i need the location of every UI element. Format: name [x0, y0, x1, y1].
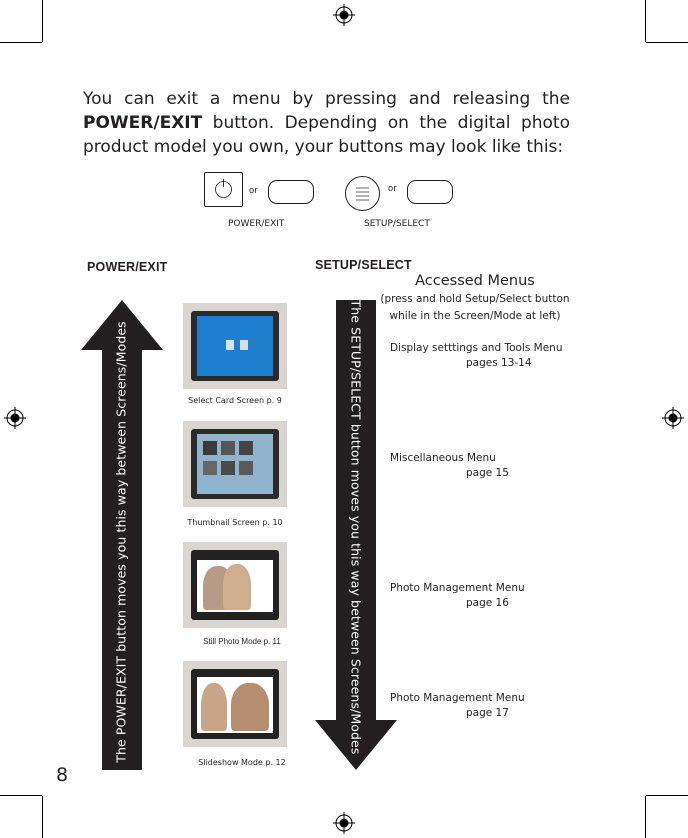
setup-select-header: SETUP/SELECT — [315, 258, 412, 272]
intro-text: You can exit a menu by pressing and rele… — [83, 89, 570, 109]
menu-entry-name: Display setttings and Tools Menu — [390, 342, 563, 354]
intro-paragraph: You can exit a menu by pressing and rele… — [83, 87, 570, 159]
crop-mark — [645, 796, 646, 838]
page-number: 8 — [56, 764, 68, 786]
accessed-menus-sub2: while in the Screen/Mode at left) — [380, 308, 570, 325]
menu-lines-icon — [346, 177, 379, 210]
power-button-label: POWER/EXIT — [228, 219, 284, 229]
registration-mark-icon — [4, 407, 26, 429]
power-button-oval — [268, 180, 314, 204]
crop-mark — [42, 796, 43, 838]
or-label: or — [249, 186, 258, 196]
thumbnail-caption: Thumbnail Screen p. 10 — [145, 518, 325, 527]
registration-mark-icon — [333, 812, 355, 834]
menu-entry-page: page 17 — [390, 706, 525, 721]
accessed-menus-title: Accessed Menus — [380, 272, 570, 291]
slideshow-mode-image — [183, 661, 287, 747]
or-label: or — [388, 184, 397, 194]
menu-entry-name: Photo Management Menu — [390, 582, 525, 594]
power-exit-header: POWER/EXIT — [87, 260, 167, 274]
menu-entry-page: page 15 — [390, 466, 509, 481]
setup-button-label: SETUP/SELECT — [364, 219, 430, 229]
still-photo-mode-image — [183, 542, 287, 628]
crop-mark — [0, 42, 42, 43]
registration-mark-icon — [333, 4, 355, 26]
menu-entry: Photo Management Menu page 17 — [390, 691, 525, 721]
accessed-menus-heading: Accessed Menus (press and hold Setup/Sel… — [380, 272, 570, 325]
menu-entry: Photo Management Menu page 16 — [390, 581, 525, 611]
still-photo-caption: Still Photo Mode p. 11 — [152, 637, 332, 646]
power-button-square — [204, 172, 243, 207]
select-card-screen-image — [183, 303, 287, 389]
accessed-menus-sub1: (press and hold Setup/Select button — [380, 291, 570, 308]
menu-entry-page: pages 13-14 — [390, 356, 563, 371]
setup-select-arrow-text: The SETUP/SELECT button moves you this w… — [349, 300, 364, 755]
menu-entry: Display setttings and Tools Menu pages 1… — [390, 341, 563, 371]
setup-button-oval — [407, 180, 453, 204]
power-icon — [205, 173, 242, 206]
crop-mark — [42, 0, 43, 42]
thumbnail-screen-image — [183, 421, 287, 507]
intro-bold-button-name: POWER/EXIT — [83, 113, 202, 133]
menu-entry-name: Photo Management Menu — [390, 692, 525, 704]
crop-mark — [646, 795, 688, 796]
power-exit-arrow-text: The POWER/EXIT button moves you this way… — [114, 321, 129, 763]
crop-mark — [646, 42, 688, 43]
select-card-caption: Select Card Screen p. 9 — [145, 396, 325, 405]
menu-entry-name: Miscellaneous Menu — [390, 452, 496, 464]
crop-mark — [0, 795, 42, 796]
slideshow-caption: Slideshow Mode p. 12 — [152, 758, 332, 767]
crop-mark — [645, 0, 646, 42]
setup-button-round — [345, 176, 380, 211]
menu-entry-page: page 16 — [390, 596, 525, 611]
registration-mark-icon — [662, 407, 684, 429]
menu-entry: Miscellaneous Menu page 15 — [390, 451, 509, 481]
